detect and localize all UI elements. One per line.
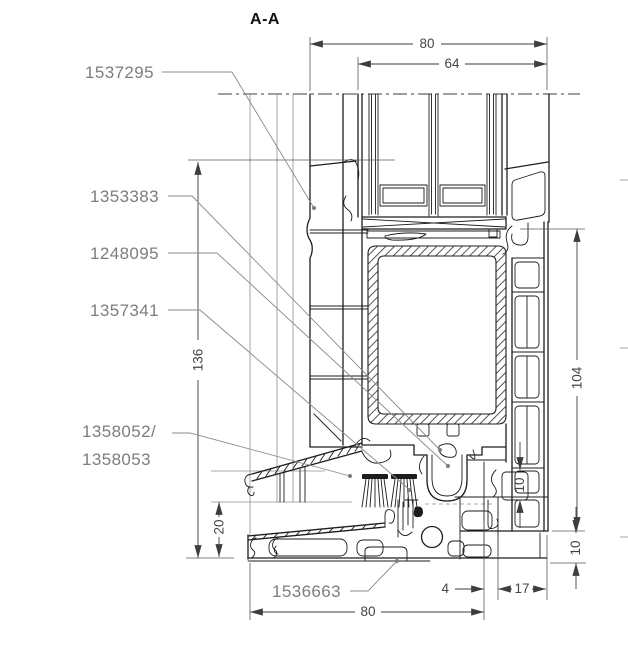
label-1353383: 1353383 xyxy=(90,187,159,206)
dim-136: 136 xyxy=(191,349,206,372)
dim-17: 17 xyxy=(514,581,529,596)
dimension-base-width: 80 xyxy=(249,520,485,620)
label-1248095: 1248095 xyxy=(90,244,159,263)
label-1536663: 1536663 xyxy=(272,582,341,601)
track-gasket xyxy=(413,506,423,518)
projection-lines xyxy=(211,94,628,538)
aluminium-sill xyxy=(244,437,392,503)
dimension-gap-4: 4 xyxy=(441,581,484,596)
threshold-profile xyxy=(247,494,549,562)
dim-20: 20 xyxy=(212,519,227,534)
label-1537295: 1537295 xyxy=(85,63,154,82)
centre-gasket-assembly xyxy=(361,423,507,502)
dimension-base-edge: 10 xyxy=(550,507,586,589)
deck-hatching xyxy=(251,523,378,541)
label-1358053: 1358053 xyxy=(82,450,151,469)
dim-80-top: 80 xyxy=(419,36,434,51)
dim-4: 4 xyxy=(441,581,449,596)
dimension-frame-height: 136 xyxy=(186,159,395,559)
sash-profile xyxy=(306,93,369,448)
dimension-offset-17: 17 xyxy=(497,535,548,600)
dimension-upstand: 20 xyxy=(212,501,227,557)
label-1357341: 1357341 xyxy=(90,301,159,320)
sill-hatching xyxy=(256,443,361,479)
label-1358052: 1358052/ xyxy=(82,422,156,441)
glazing-bead xyxy=(343,93,363,222)
part-labels: 1537295 1353383 1248095 1357341 1358052/… xyxy=(82,63,450,601)
dimension-rebate-depth: 10 xyxy=(512,442,527,528)
dim-10-inner: 10 xyxy=(512,477,527,492)
screw-channel xyxy=(420,525,444,549)
glass-pane-middle xyxy=(428,93,439,217)
dim-64: 64 xyxy=(444,56,460,71)
glass-pane-inner xyxy=(486,93,497,216)
glass-pane-outer xyxy=(368,93,379,216)
dim-10-right: 10 xyxy=(568,540,583,555)
section-title: A-A xyxy=(250,11,280,28)
setting-block xyxy=(361,216,507,241)
glass-spacer-bars xyxy=(379,184,486,207)
dim-80-bottom: 80 xyxy=(360,604,375,619)
glazing-unit xyxy=(361,93,507,241)
dimension-overall-width: 80 xyxy=(309,36,548,91)
reinforcement-chamber xyxy=(367,245,507,425)
dimension-glazing-width: 64 xyxy=(357,56,547,90)
dim-104: 104 xyxy=(570,366,585,389)
brush-seals xyxy=(361,474,418,508)
dimension-sash-height: 104 xyxy=(520,228,585,532)
